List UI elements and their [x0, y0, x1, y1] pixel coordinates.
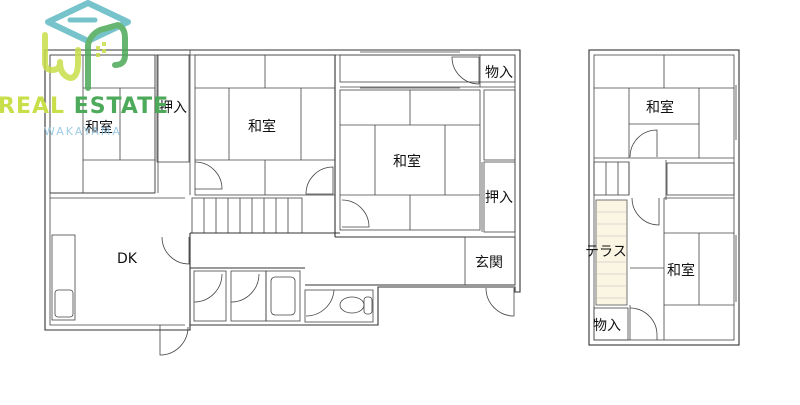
room-label-washitsu-4: 和室	[646, 99, 674, 116]
room-label-washitsu-2: 和室	[248, 118, 276, 135]
logo-title: REAL ESTATE	[0, 94, 169, 119]
room-label-genkan: 玄関	[475, 254, 503, 271]
logo-title-text: REAL ESTATE	[0, 94, 170, 119]
room-label-terrace: テラス	[585, 244, 627, 260]
logo-subtitle: WAKAYAMA	[44, 125, 122, 138]
room-label-oshiire-1: 押入	[159, 100, 187, 116]
room-label-monoire-1: 物入	[485, 65, 513, 81]
brand-logo: REAL ESTATE WAKAYAMA	[0, 0, 180, 140]
room-label-washitsu-1: 和室	[85, 119, 113, 136]
room-label-washitsu-5: 和室	[667, 262, 695, 279]
room-label-dk: DK	[117, 251, 138, 267]
room-label-oshiire-2: 押入	[485, 190, 513, 206]
house-logo-icon	[42, 0, 131, 91]
floor1-plan	[44, 49, 521, 356]
room-label-washitsu-3: 和室	[393, 153, 421, 170]
floor2-plan	[588, 49, 740, 346]
room-label-monoire-2: 物入	[593, 318, 621, 334]
